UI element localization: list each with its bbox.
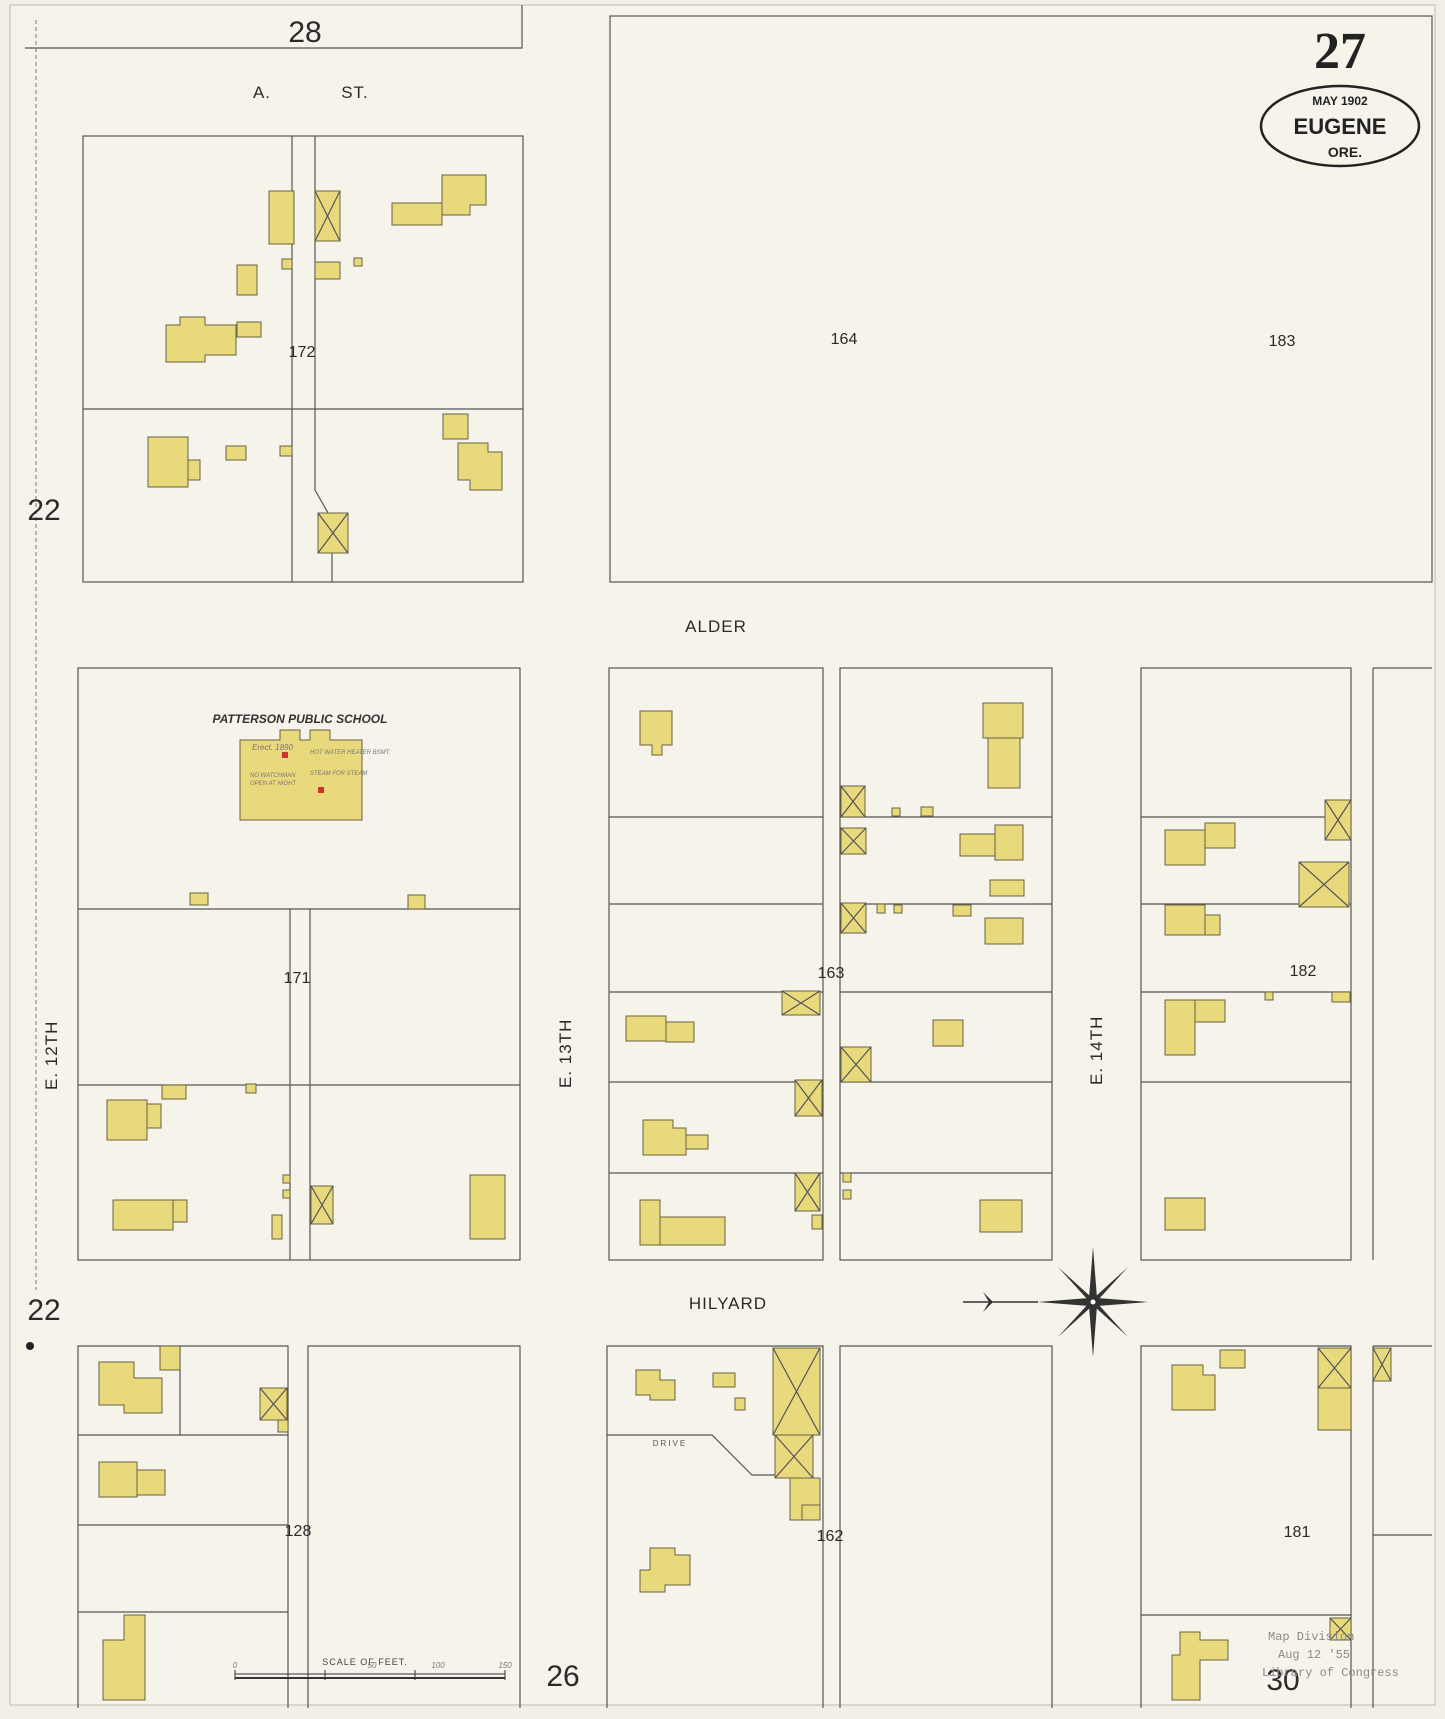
svg-text:OPEN AT NIGHT: OPEN AT NIGHT xyxy=(250,781,297,787)
stamp-line: Map Division xyxy=(1268,1630,1354,1644)
block-number: 172 xyxy=(289,344,316,361)
stamp-line: Aug 12 '55 xyxy=(1278,1648,1350,1662)
street-e-13th: E. 13TH xyxy=(556,1019,575,1088)
block-number: 181 xyxy=(1284,1524,1311,1541)
school-heater xyxy=(282,752,288,758)
compass-rose xyxy=(963,1247,1148,1357)
block-128-outline xyxy=(77,1345,289,1708)
block-number: 164 xyxy=(831,331,858,348)
block-181-outline xyxy=(1140,1345,1352,1708)
block-number: 183 xyxy=(1269,333,1296,350)
adjoining-sheet-box xyxy=(25,5,523,49)
block-172-outline xyxy=(82,135,524,583)
svg-text:100: 100 xyxy=(431,1661,445,1670)
patterson-public-school-building xyxy=(239,729,363,821)
street-a-st-prefix: A. xyxy=(253,83,271,102)
block-171-outline xyxy=(77,667,521,1261)
page-number: 27 xyxy=(1314,23,1366,80)
cartouche-city: EUGENE xyxy=(1294,114,1387,139)
adjoining-sheet-left: 22 xyxy=(27,494,60,527)
block-163-outline xyxy=(608,667,824,1261)
street-alder: ALDER xyxy=(685,617,747,636)
adjoining-sheet-left: 22 xyxy=(27,1294,60,1327)
svg-text:0: 0 xyxy=(233,1661,238,1670)
block-164-183-outline xyxy=(609,15,1433,583)
street-hilyard: HILYARD xyxy=(689,1294,767,1313)
svg-text:NO WATCHMAN: NO WATCHMAN xyxy=(250,773,296,779)
svg-text:STEAM FOR STEAM: STEAM FOR STEAM xyxy=(310,771,367,777)
svg-text:50: 50 xyxy=(368,1661,377,1670)
drive-label: DRIVE xyxy=(653,1439,687,1448)
stamp-line: Library of Congress xyxy=(1262,1666,1399,1680)
block-number: 163 xyxy=(818,965,845,982)
sheet-frame xyxy=(9,4,1436,1706)
block-number: 171 xyxy=(284,970,311,987)
dwellings xyxy=(98,174,1392,1701)
svg-text:150: 150 xyxy=(498,1661,512,1670)
cartouche-state: ORE. xyxy=(1328,144,1362,160)
cartouche-date: MAY 1902 xyxy=(1312,94,1368,108)
adjoining-sheet-top: 28 xyxy=(288,16,321,49)
scale-label: SCALE OF FEET. xyxy=(322,1657,408,1667)
block-162-outline xyxy=(606,1345,824,1708)
street-a-st-suffix: ST. xyxy=(341,83,369,102)
block-number: 182 xyxy=(1290,963,1317,980)
school-name: PATTERSON PUBLIC SCHOOL xyxy=(213,712,388,726)
svg-text:HOT WATER HEATER BSMT.: HOT WATER HEATER BSMT. xyxy=(310,750,391,756)
cartouche xyxy=(1259,84,1421,168)
street-e-14th: E. 14TH xyxy=(1087,1016,1106,1085)
street-e-12th: E. 12TH xyxy=(42,1021,61,1090)
benchmark-dot xyxy=(26,1342,34,1350)
block-182-outline xyxy=(1140,667,1352,1261)
scale-bar: SCALE OF FEET. 0 50 100 150 xyxy=(233,1657,512,1680)
block-number: 128 xyxy=(285,1523,312,1540)
block-number: 162 xyxy=(817,1528,844,1545)
svg-text:Erect. 1890: Erect. 1890 xyxy=(252,743,293,752)
adjoining-sheet-bottom: 26 xyxy=(546,1660,579,1693)
adjoining-sheet-bottom: 30 xyxy=(1266,1664,1299,1697)
